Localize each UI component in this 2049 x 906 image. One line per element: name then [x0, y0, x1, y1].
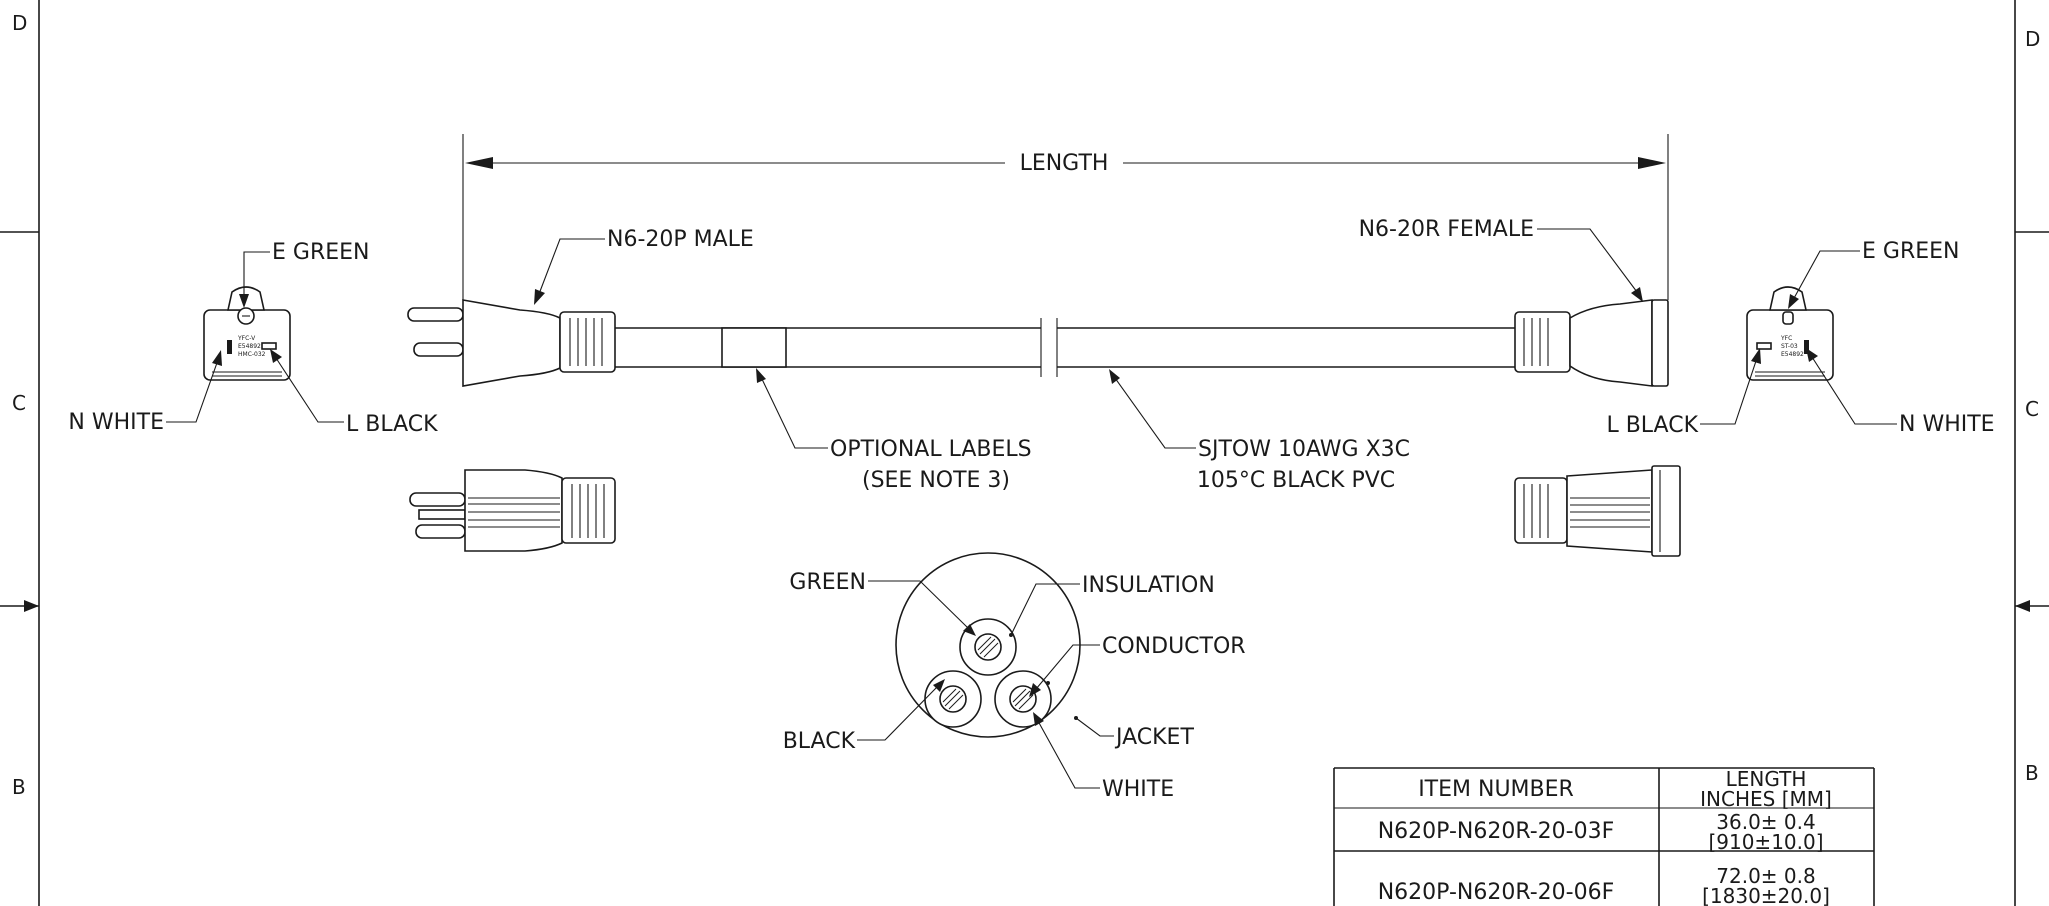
cable-spec-line-1: SJTOW 10AWG X3C [1198, 437, 1410, 462]
neutral-white-label-left: N WHITE [68, 410, 164, 435]
table-row-1-length-inches: 36.0± 0.4 [1716, 810, 1815, 834]
plug-face-left-text-2: E54892 [238, 343, 261, 350]
plug-face-right-text-3: E54892 [1781, 351, 1804, 358]
cable-spec-line-2: 105°C BLACK PVC [1197, 468, 1395, 493]
conductor-label: CONDUCTOR [1102, 634, 1246, 659]
plug-face-right-text-1: YFC [1780, 335, 1792, 342]
male-connector-label: N6-20P MALE [607, 227, 754, 252]
female-connector-lower-view [1514, 465, 1681, 557]
female-connector-label: N6-20R FEMALE [1359, 217, 1534, 242]
arrowhead-left [465, 157, 493, 169]
plug-face-left-text-3: HMC-032 [238, 351, 266, 358]
black-conductor-label: BLACK [783, 729, 856, 754]
male-plug-face-view [203, 286, 291, 381]
plug-face-left-text-1: YFC-V [237, 335, 256, 342]
plug-face-right-text-2: ST-03 [1781, 343, 1798, 350]
table-header-item-number: ITEM NUMBER [1418, 777, 1574, 802]
arrowhead-right [1638, 157, 1666, 169]
jacket-label: JACKET [1114, 725, 1194, 750]
female-connector-side-view [1514, 299, 1669, 387]
length-table [1333, 767, 1875, 906]
optional-labels-line-2: (SEE NOTE 3) [862, 468, 1010, 493]
green-conductor-label: GREEN [789, 570, 866, 595]
zone-letter-c-left: C [12, 391, 26, 415]
white-conductor-label: WHITE [1102, 777, 1174, 802]
zone-letter-d-right: D [2025, 27, 2040, 51]
table-row-1-item: N620P-N620R-20-03F [1378, 819, 1615, 844]
ground-green-label-right: E GREEN [1862, 239, 1960, 264]
optional-labels-line-1: OPTIONAL LABELS [830, 437, 1032, 462]
leader-lines [166, 228, 1897, 789]
male-plug-lower-view [409, 469, 616, 552]
zone-letter-b-right: B [2025, 761, 2039, 785]
length-label: LENGTH [1020, 151, 1109, 176]
table-row-2-length-mm: [1830±20.0] [1702, 884, 1830, 906]
zone-letter-d-left: D [12, 11, 27, 35]
zone-letter-b-left: B [12, 775, 26, 799]
cable-body [615, 318, 1515, 377]
insulation-label: INSULATION [1082, 573, 1215, 598]
optional-label-band [721, 327, 787, 368]
table-header-length: LENGTH [1726, 767, 1807, 791]
table-header-units: INCHES [MM] [1700, 787, 1832, 811]
line-black-label-right: L BLACK [1606, 413, 1698, 438]
ground-green-label-left: E GREEN [272, 240, 370, 265]
table-row-2-item: N620P-N620R-20-06F [1378, 880, 1615, 905]
line-black-label-left: L BLACK [346, 412, 438, 437]
zone-letter-c-right: C [2025, 397, 2039, 421]
neutral-white-label-right: N WHITE [1899, 412, 1995, 437]
length-dimension [462, 134, 1669, 300]
male-plug-side-view [407, 299, 616, 387]
table-row-2-length-inches: 72.0± 0.8 [1716, 864, 1815, 888]
cable-cross-section [895, 552, 1081, 738]
table-row-1-length-mm: [910±10.0] [1708, 830, 1823, 854]
